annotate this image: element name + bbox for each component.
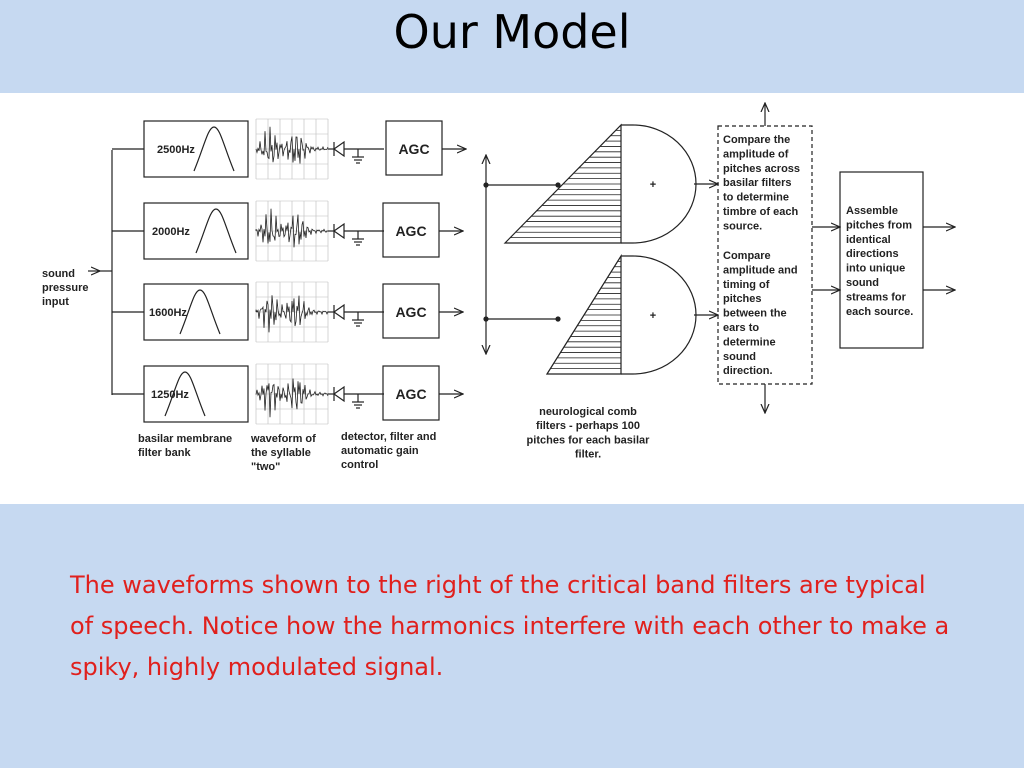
compare-direction-text-line: Compare	[723, 250, 771, 262]
comb-filter-2-gate	[621, 255, 697, 375]
channel-1-agc-label: AGC	[398, 141, 429, 157]
channel-2-filter-curve	[195, 208, 237, 254]
channel-4-filter-curve	[164, 371, 206, 417]
channel-4-freq-label: 1250Hz	[151, 389, 189, 401]
channel-3-agc-label: AGC	[395, 304, 426, 320]
assemble-text-line: identical	[846, 234, 891, 246]
channel-1-diode-triangle	[332, 140, 345, 158]
compare-direction-text-line: pitches	[723, 293, 762, 305]
assemble-text-line: each source.	[846, 306, 913, 318]
slide-caption: The waveforms shown to the right of the …	[70, 571, 950, 681]
compare-direction-text-line: sound	[723, 351, 756, 363]
compare-direction-text-line: amplitude and	[723, 264, 798, 276]
channel-1-waveform-trace	[255, 126, 329, 164]
comb-filter-1-plus: +	[650, 179, 656, 191]
assemble-text-line: directions	[846, 248, 899, 260]
comb-filter-2-junction	[483, 316, 489, 322]
channel-4-filter-box	[143, 365, 249, 423]
compare-timbre-text-line: source.	[723, 220, 762, 232]
compare-timbre-text-line: Compare the	[723, 134, 790, 146]
channel-3-diode-triangle	[332, 303, 345, 321]
comb-label-line: filters - perhaps 100	[536, 420, 640, 432]
channel-3-agc-box	[382, 283, 440, 339]
channel-3-filter-curve	[179, 289, 221, 335]
input-label-line: sound	[42, 268, 75, 280]
channel-2-waveform	[255, 200, 329, 262]
channel-2-freq-label: 2000Hz	[152, 226, 190, 238]
slide-title: Our Model	[0, 0, 1024, 92]
waveform-label-line: waveform of	[250, 433, 316, 445]
channel-4-waveform-trace	[255, 378, 329, 418]
channel-1-filter-curve	[193, 126, 235, 172]
channel-3-waveform	[255, 281, 329, 343]
assemble-text-line: sound	[846, 277, 879, 289]
assemble-text-line: Assemble	[846, 205, 898, 217]
channel-1-agc-box	[385, 120, 443, 176]
filter-bank-label-line: basilar membrane	[138, 433, 232, 445]
comb-label-line: pitches for each basilar	[527, 434, 651, 446]
comb-filter-1-junction	[483, 182, 489, 188]
compare-timbre-text-line: basilar filters	[723, 177, 791, 189]
comb-label-line: neurological comb	[539, 406, 637, 418]
channel-1-freq-label: 2500Hz	[157, 144, 195, 156]
assemble-text-line: into unique	[846, 263, 905, 275]
channel-2-agc-box	[382, 202, 440, 258]
channel-1-waveform	[255, 118, 329, 180]
comb-label-line: filter.	[575, 449, 601, 461]
channel-3-waveform-trace	[255, 295, 329, 333]
detector-label-line: automatic gain	[341, 445, 419, 457]
filter-bank-label-line: filter bank	[138, 447, 191, 459]
waveform-label-line: "two"	[251, 461, 280, 473]
compare-direction-text-line: timing of	[723, 279, 770, 291]
assemble-text-line: streams for	[846, 291, 907, 303]
assemble-text-line: pitches from	[846, 219, 912, 231]
channel-3-freq-label: 1600Hz	[149, 307, 187, 319]
input-label-line: pressure	[42, 282, 88, 294]
compare-timbre-text-line: timbre of each	[723, 206, 798, 218]
channel-4-waveform	[255, 363, 329, 425]
channel-4-agc-box	[382, 365, 440, 421]
detector-label-line: control	[341, 459, 378, 471]
compare-timbre-text-line: amplitude of	[723, 148, 789, 160]
comb-filter-2-tap	[555, 316, 561, 322]
detector-label-line: detector, filter and	[341, 431, 436, 443]
input-label-line: input	[42, 296, 69, 308]
channel-2-filter-box	[143, 202, 249, 260]
channel-4-diode-triangle	[332, 385, 345, 403]
channel-3-filter-box	[143, 283, 249, 341]
waveform-label-line: the syllable	[251, 447, 311, 459]
channel-2-diode-triangle	[332, 222, 345, 240]
compare-direction-text-line: direction.	[723, 365, 773, 377]
channel-2-waveform-trace	[255, 208, 329, 248]
comb-filter-1-gate	[621, 124, 697, 244]
compare-direction-text-line: between the	[723, 308, 787, 320]
channel-1-filter-box	[143, 120, 249, 178]
assemble-box	[839, 171, 924, 349]
channel-4-agc-label: AGC	[395, 386, 426, 402]
compare-timbre-text-line: to determine	[723, 192, 789, 204]
compare-timbre-text-line: pitches across	[723, 163, 800, 175]
channel-2-agc-label: AGC	[395, 223, 426, 239]
compare-direction-text-line: determine	[723, 336, 776, 348]
compare-direction-text-line: ears to	[723, 322, 759, 334]
comb-filter-1-tap	[555, 182, 561, 188]
comb-filter-2-plus: +	[650, 310, 656, 322]
